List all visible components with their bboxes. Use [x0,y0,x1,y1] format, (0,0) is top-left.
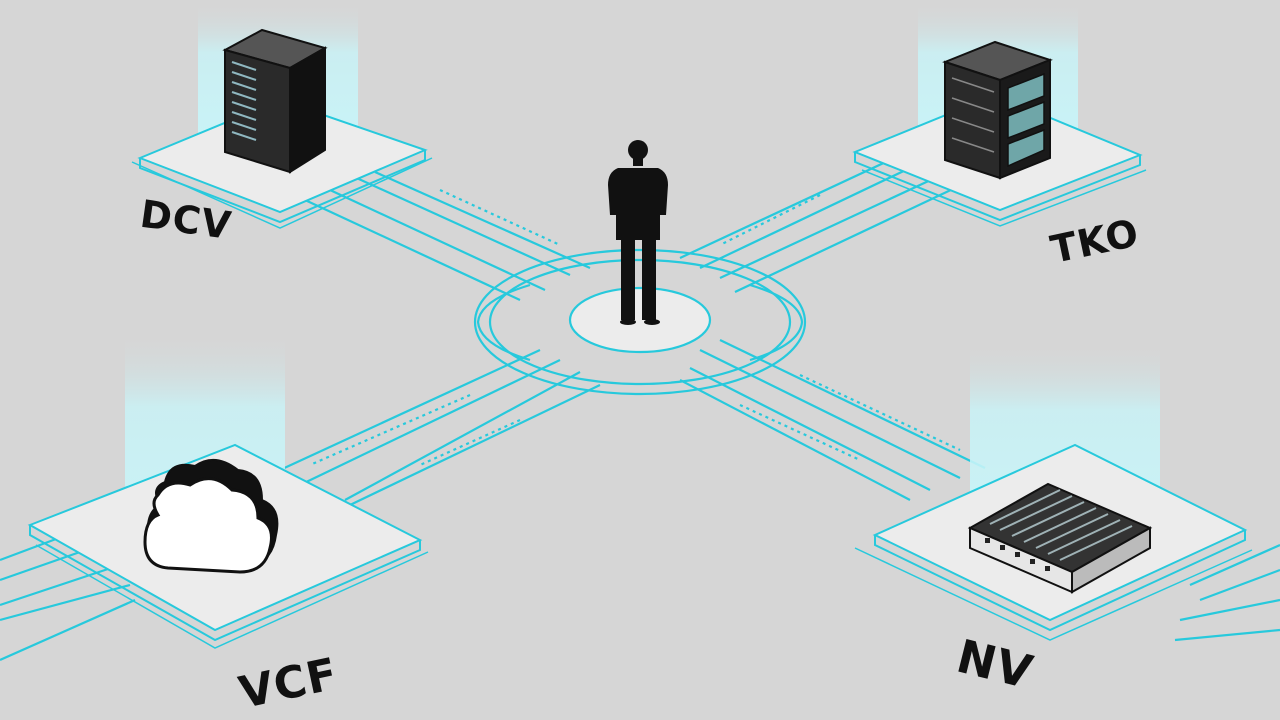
central-hub [473,248,807,396]
road-to-tko [679,159,956,293]
road-to-vcf [279,349,601,506]
node-dcv: DCV [131,0,433,248]
rack-switch-icon [967,482,1153,594]
road-to-nv [679,339,986,501]
road-to-dcv [304,170,591,301]
tower-server-icon [222,28,328,174]
node-vcf: VCF [27,330,429,720]
node-tko: TKO [852,0,1147,272]
rack-server-icon [942,40,1053,180]
node-nv: NV [854,340,1253,700]
node-label-vcf: VCF [235,649,343,720]
connection-lines [0,159,1280,662]
standing-person-icon [608,140,668,325]
node-label-tko: TKO [1047,210,1143,272]
cloud-icon [143,459,279,574]
node-label-nv: NV [952,629,1039,700]
node-label-dcv: DCV [137,192,234,248]
